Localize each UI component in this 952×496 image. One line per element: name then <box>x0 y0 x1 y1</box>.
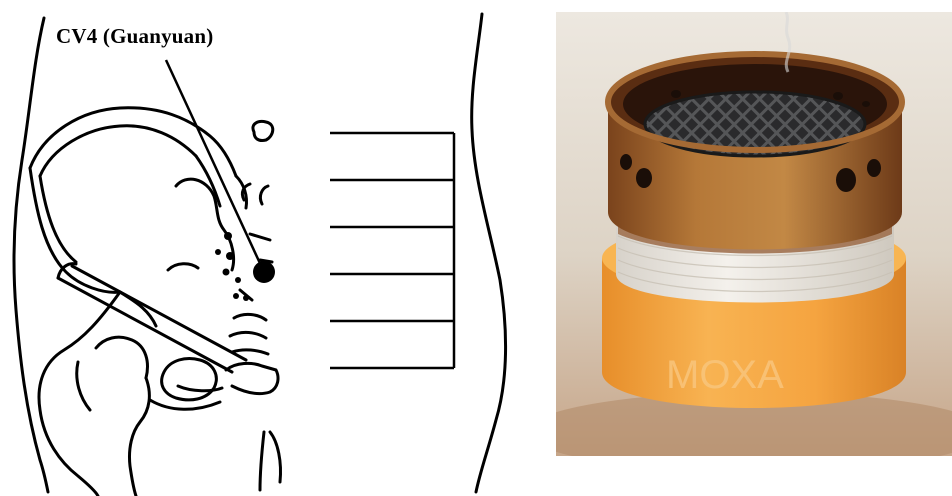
sacrum <box>176 179 234 270</box>
navel <box>253 121 273 140</box>
pubic-bone <box>226 363 278 393</box>
proportional-scale <box>330 133 454 368</box>
body-outline-right <box>472 14 506 492</box>
cv4-point-dot <box>253 261 275 283</box>
moxa-device-photo: MOXA <box>556 12 952 456</box>
anatomy-drawing <box>0 0 560 496</box>
acupoint-pointer <box>166 60 264 272</box>
device-brand-text: MOXA <box>666 353 784 397</box>
acupoint-label: CV4 (Guanyuan) <box>56 24 213 49</box>
